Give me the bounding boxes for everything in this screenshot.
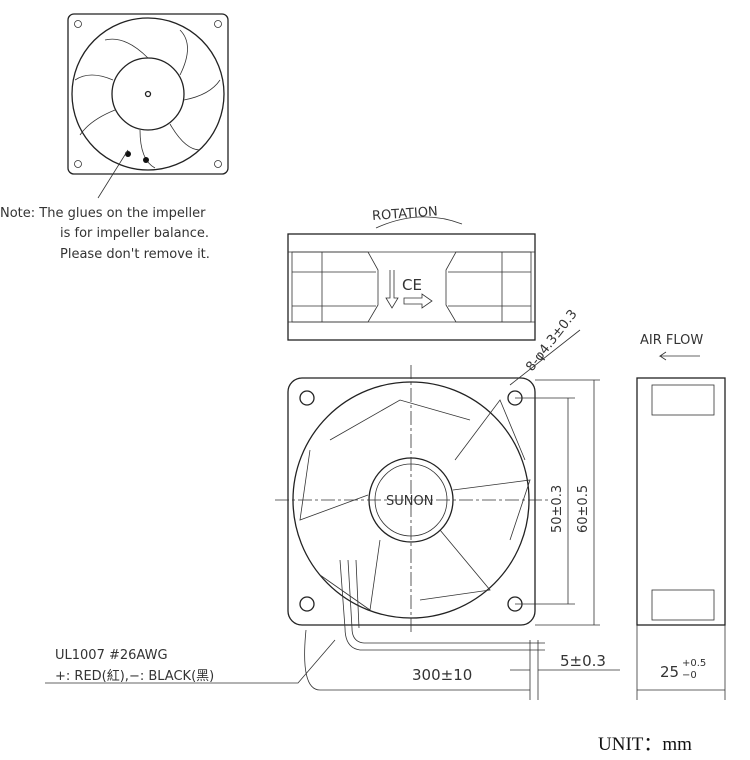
depth-tol-upper: +0.5 bbox=[682, 658, 706, 669]
depth-tol-lower: −0 bbox=[682, 670, 697, 681]
glue-dot bbox=[143, 157, 149, 163]
rotation-arrow-icon bbox=[403, 293, 433, 309]
depth-dimension: 25 bbox=[660, 663, 679, 681]
air-flow-arrow-icon bbox=[658, 351, 700, 361]
front-view: SUNON 8-φ4.3±0.3 50±0.3 60±0.5 bbox=[275, 307, 600, 651]
rotation-label: ROTATION bbox=[372, 204, 439, 224]
airflow-arrow-icon bbox=[385, 270, 399, 309]
note-line-1: Note: The glues on the impeller bbox=[0, 206, 206, 221]
air-flow-label: AIR FLOW bbox=[640, 333, 703, 348]
note-leader bbox=[97, 149, 129, 199]
note-line-2: is for impeller balance. bbox=[60, 226, 209, 241]
unit-label: UNIT：mm bbox=[598, 734, 692, 755]
lead-wires bbox=[339, 559, 360, 629]
wire-spec-label: UL1007 #26AWG bbox=[55, 648, 168, 663]
lead-length-dimension: 300±10 bbox=[412, 666, 472, 684]
hole-pitch-dimension: 50±0.3 bbox=[550, 485, 565, 533]
strip-length-dimension: 5±0.3 bbox=[560, 652, 606, 670]
ce-mark: CE bbox=[402, 276, 422, 294]
top-fan-view bbox=[67, 13, 229, 199]
outer-dimension: 60±0.5 bbox=[576, 485, 591, 533]
brand-label: SUNON bbox=[386, 494, 433, 509]
right-side-view: AIR FLOW 25 +0.5 −0 bbox=[636, 333, 726, 700]
note-line-3: Please don't remove it. bbox=[60, 247, 210, 262]
hole-spec-label: 8-φ4.3±0.3 bbox=[523, 307, 580, 374]
wire-colors-label: +: RED(紅),−: BLACK(黑) bbox=[55, 669, 214, 684]
side-view: ROTATION CE bbox=[287, 204, 536, 341]
